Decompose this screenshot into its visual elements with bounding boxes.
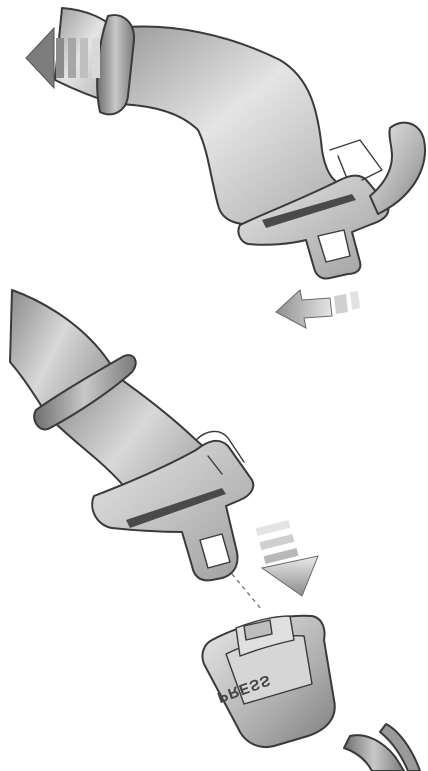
insertion-guide-line <box>231 573 263 611</box>
buckle-cable <box>379 723 421 771</box>
top-belt-dark-edge <box>262 194 356 228</box>
bottom-latch-frame <box>195 430 245 475</box>
top-latch-assembly <box>25 7 426 329</box>
pull-left-arrow-icon <box>25 26 100 90</box>
bottom-belt-sleeve <box>33 354 137 431</box>
top-latch-frame <box>329 139 383 181</box>
top-latch-slot <box>317 229 351 263</box>
bottom-belt-dark-edge <box>126 488 226 528</box>
buckle-receiver: PRESS <box>201 614 421 771</box>
top-latch-hook <box>369 121 426 215</box>
bottom-latch-assembly: PRESS <box>9 289 421 771</box>
bottom-latch-slot <box>199 533 231 569</box>
buckle-stem <box>343 734 405 771</box>
insert-left-arrow-icon <box>275 289 360 329</box>
insert-down-arrow-icon <box>255 520 319 597</box>
